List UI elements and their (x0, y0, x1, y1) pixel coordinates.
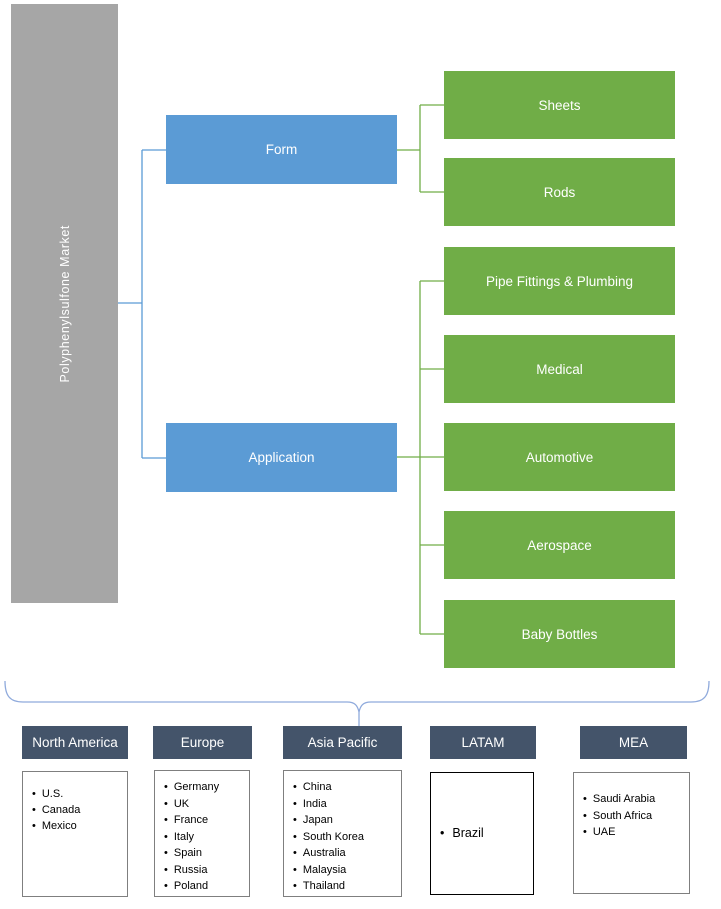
region-list-asia-pacific: • China • India • Japan • South Korea • Austr… (283, 770, 402, 897)
region-list-latam: • Brazil (430, 772, 534, 895)
list-item: • Thailand (284, 878, 401, 895)
bullet-icon: • (583, 826, 587, 838)
region-header-mea: MEA (580, 726, 687, 759)
country-label: Germany (173, 781, 220, 793)
list-item: • South Korea (284, 829, 401, 846)
bullet-icon: • (32, 820, 36, 832)
list-item: • Spain (155, 845, 249, 862)
leaf-node-medical: Medical (444, 335, 675, 403)
country-label: UK (173, 797, 190, 810)
list-item: • Brazil (431, 825, 533, 842)
connector-application-to-leaves (397, 280, 444, 635)
bullet-icon: • (293, 863, 297, 876)
bullet-icon: • (32, 804, 36, 816)
bullet-icon: • (164, 830, 168, 843)
list-item: • UK (155, 796, 249, 813)
country-label: Brazil (452, 826, 484, 841)
region-list-mea: • Saudi Arabia • South Africa • UAE (573, 772, 690, 894)
region-header-north-america: North America (22, 726, 128, 759)
country-label: U.S. (41, 788, 64, 800)
list-item: • Malaysia (284, 862, 401, 879)
list-item: • Canada (23, 802, 127, 818)
country-label: Japan (302, 814, 333, 826)
country-label: South Africa (592, 809, 653, 822)
list-item: • Australia (284, 845, 401, 862)
leaf-node-aerospace: Aerospace (444, 511, 675, 579)
list-item: • Russia (155, 862, 249, 879)
region-header-latam: LATAM (430, 726, 536, 759)
leaf-node-baby-bottles: Baby Bottles (444, 600, 675, 668)
country-label: Malaysia (302, 863, 347, 876)
country-label: France (173, 814, 209, 826)
branch-node-application: Application (166, 423, 397, 492)
country-label: Mexico (41, 820, 77, 832)
bullet-icon: • (293, 830, 297, 843)
connector-form-to-leaves (397, 104, 444, 193)
list-item: • U.S. (23, 786, 127, 802)
bullet-icon: • (583, 809, 587, 822)
bullet-icon: • (293, 797, 297, 810)
region-list-europe: • Germany • UK • France • Italy • Spain • Russ… (154, 770, 250, 897)
country-label: Thailand (302, 880, 346, 892)
bullet-icon: • (164, 847, 168, 859)
bullet-icon: • (440, 826, 445, 841)
leaf-node-sheets: Sheets (444, 71, 675, 139)
bullet-icon: • (583, 793, 587, 805)
country-label: China (302, 781, 332, 793)
bullet-icon: • (164, 814, 168, 826)
connector-root-to-branches (118, 149, 166, 459)
country-label: Saudi Arabia (592, 793, 656, 805)
bullet-icon: • (164, 863, 168, 876)
bullet-icon: • (164, 880, 168, 892)
market-root-label: Polyphenylsulfone Market (57, 224, 72, 383)
bullet-icon: • (293, 880, 297, 892)
bullet-icon: • (164, 797, 168, 810)
list-item: • Poland (155, 878, 249, 895)
region-list-north-america: • U.S. • Canada • Mexico (22, 771, 128, 897)
market-root-node: Polyphenylsulfone Market (11, 4, 118, 603)
list-item: • France (155, 812, 249, 829)
leaf-node-automotive: Automotive (444, 423, 675, 491)
list-item: • UAE (574, 824, 689, 841)
country-label: UAE (592, 826, 616, 838)
country-label: Canada (41, 804, 81, 816)
country-label: Italy (173, 830, 195, 843)
list-item: • China (284, 779, 401, 796)
regions-brace (4, 680, 710, 726)
country-label: South Korea (302, 830, 365, 843)
country-label: Spain (173, 847, 202, 859)
region-header-europe: Europe (153, 726, 252, 759)
country-label: Russia (173, 863, 208, 876)
bullet-icon: • (164, 781, 168, 793)
list-item: • Germany (155, 779, 249, 796)
leaf-node-pipe-fittings-plumbing: Pipe Fittings & Plumbing (444, 247, 675, 315)
bullet-icon: • (32, 788, 36, 800)
bullet-icon: • (293, 781, 297, 793)
leaf-node-rods: Rods (444, 158, 675, 226)
bullet-icon: • (293, 847, 297, 859)
list-item: • India (284, 796, 401, 813)
list-item: • Mexico (23, 818, 127, 834)
list-item: • Japan (284, 812, 401, 829)
list-item: • South Africa (574, 808, 689, 825)
list-item: • Italy (155, 829, 249, 846)
branch-node-form: Form (166, 115, 397, 184)
region-header-asia-pacific: Asia Pacific (283, 726, 402, 759)
list-item: • Saudi Arabia (574, 791, 689, 808)
country-label: Poland (173, 880, 209, 892)
country-label: India (302, 797, 327, 810)
country-label: Australia (302, 847, 346, 859)
bullet-icon: • (293, 814, 297, 826)
